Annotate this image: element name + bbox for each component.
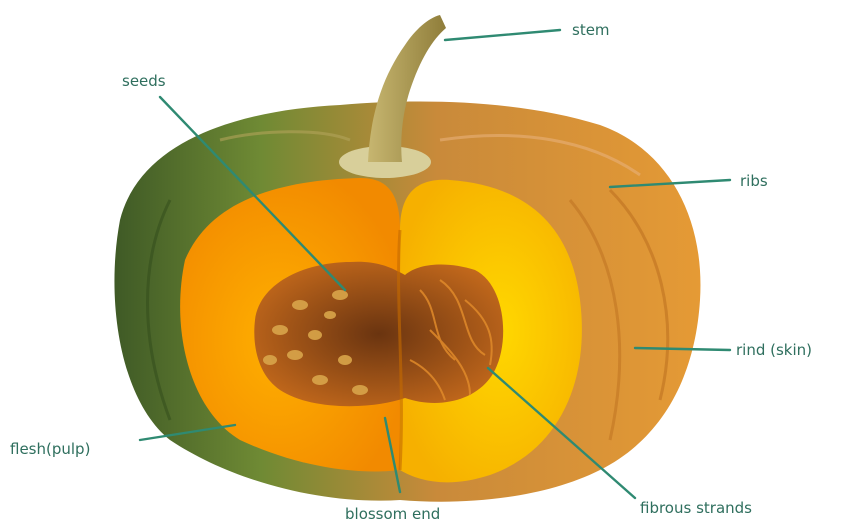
label-blossom-end: blossom end	[345, 505, 440, 523]
label-ribs: ribs	[740, 172, 768, 190]
label-fibrous-strands: fibrous strands	[640, 499, 752, 517]
leader-stem	[445, 30, 560, 40]
label-flesh: flesh(pulp)	[10, 440, 90, 458]
pumpkin-illustration	[114, 15, 700, 502]
label-stem: stem	[572, 21, 610, 39]
label-seeds: seeds	[122, 72, 166, 90]
label-rind: rind (skin)	[736, 341, 812, 359]
seed-cavity	[254, 262, 503, 406]
